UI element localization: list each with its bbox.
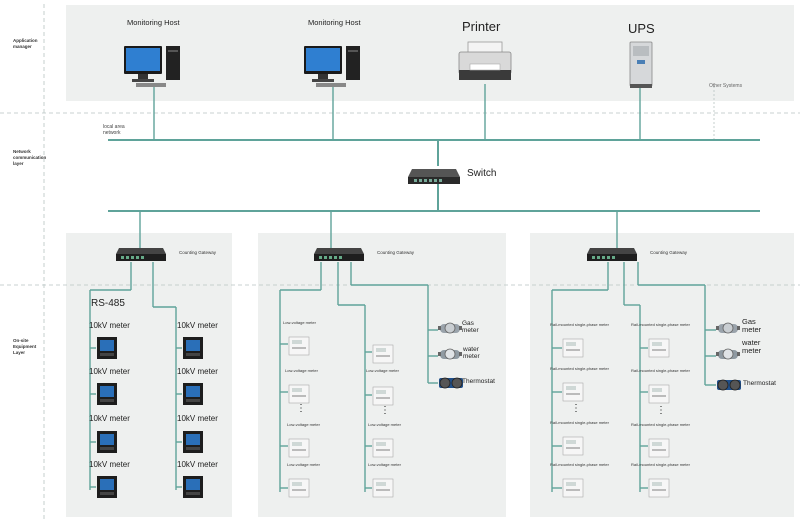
- application-panel: [66, 5, 794, 101]
- lv-meter-icon: [372, 438, 394, 458]
- layer-label-network: Network communication layer: [13, 149, 47, 166]
- layer-label-field: On-site Equipment Layer: [13, 338, 37, 355]
- kv-meter-label: 10kV meter: [89, 414, 130, 423]
- switch-label: Switch: [467, 168, 497, 179]
- kv-meter-label: 10kV meter: [177, 414, 218, 423]
- water-meter-icon: [438, 348, 462, 360]
- rail-meter-icon: [562, 478, 584, 498]
- kv-meter-icon: [183, 383, 203, 405]
- mid-left-ellipsis: ⋮: [296, 403, 306, 414]
- rail-meter-icon: [648, 478, 670, 498]
- gateway-middle-label: Counting Gateway: [377, 250, 415, 255]
- thermostat-label: Thermostat: [743, 380, 776, 387]
- lv-meter-icon: [372, 478, 394, 498]
- monitoring-host-2-icon: [304, 46, 360, 87]
- rail-meter-label: Rail-mounted single-phase meter: [550, 366, 609, 371]
- host2-label: Monitoring Host: [308, 18, 361, 27]
- kv-meter-icon: [183, 337, 203, 359]
- rail-meter-icon: [562, 382, 584, 402]
- rail-meter-icon: [648, 438, 670, 458]
- lv-meter-icon: [372, 386, 394, 406]
- gateway-right-icon: [587, 248, 637, 261]
- kv-meter-icon: [97, 383, 117, 405]
- mid-right-ellipsis: ⋮: [380, 405, 390, 416]
- lv-meter-icon: [288, 336, 310, 356]
- host1-label: Monitoring Host: [127, 18, 180, 27]
- rail-meter-label: Rail-mounted single-phase meter: [550, 420, 609, 425]
- rail-meter-label: Rail-mounted single-phase meter: [631, 322, 690, 327]
- water-meter-label: water meter: [742, 338, 762, 355]
- gateway-left-label: Counting Gateway: [179, 250, 217, 255]
- lan-label: local area network: [103, 124, 125, 136]
- rail-meter-icon: [562, 338, 584, 358]
- lv-meter-icon: [372, 344, 394, 364]
- kv-meter-icon: [97, 476, 117, 498]
- switch-icon: [408, 169, 460, 184]
- kv-meter-label: 10kV meter: [177, 321, 218, 330]
- ups-icon: [629, 41, 653, 88]
- kv-meter-icon: [97, 431, 117, 453]
- kv-meter-label: 10kV meter: [89, 367, 130, 376]
- lv-meter-label: Low-voltage meter: [283, 320, 316, 325]
- lv-meter-label: Low-voltage meter: [287, 462, 320, 467]
- kv-meter-icon: [97, 337, 117, 359]
- lv-meter-label: Low-voltage meter: [287, 422, 320, 427]
- thermostat-icon: [439, 377, 463, 389]
- rail-meter-label: Rail-mounted single-phase meter: [550, 462, 609, 467]
- lv-meter-label: Low-voltage meter: [368, 462, 401, 467]
- rail-meter-label: Rail-mounted single-phase meter: [550, 322, 609, 327]
- rail-meter-label: Rail-mounted single-phase meter: [631, 422, 690, 427]
- right-right-ellipsis: ⋮: [656, 405, 666, 416]
- gas-meter-label: Gas meter: [742, 317, 762, 334]
- thermostat-icon: [717, 379, 741, 391]
- rail-meter-label: Rail-mounted single-phase meter: [631, 462, 690, 467]
- kv-meter-label: 10kV meter: [89, 321, 130, 330]
- monitoring-host-1-icon: [124, 46, 180, 87]
- gateway-right-label: Counting Gateway: [650, 250, 688, 255]
- lv-meter-icon: [288, 438, 310, 458]
- other-systems-label: Other Systems: [709, 83, 743, 89]
- kv-meter-label: 10kV meter: [177, 367, 218, 376]
- lv-meter-label: Low-voltage meter: [285, 368, 318, 373]
- gateway-middle-icon: [314, 248, 364, 261]
- rail-meter-icon: [562, 436, 584, 456]
- middle-group-panel: [258, 233, 506, 517]
- thermostat-label: Thermostat: [462, 378, 495, 385]
- rail-meter-icon: [648, 384, 670, 404]
- gas-meter-icon: [716, 322, 740, 334]
- kv-meter-icon: [183, 431, 203, 453]
- rs485-label: RS-485: [91, 298, 125, 309]
- rail-meter-label: Rail-mounted single-phase meter: [631, 368, 690, 373]
- lv-meter-icon: [288, 478, 310, 498]
- right-left-ellipsis: ⋮: [571, 403, 581, 414]
- printer-label: Printer: [462, 19, 501, 34]
- left-group-panel: [66, 233, 232, 517]
- water-meter-label: water meter: [463, 346, 480, 360]
- gateway-left-icon: [116, 248, 166, 261]
- water-meter-icon: [716, 348, 740, 360]
- gas-meter-label: Gas meter: [462, 320, 479, 334]
- kv-meter-label: 10kV meter: [89, 460, 130, 469]
- printer-icon: [458, 41, 512, 80]
- gas-meter-icon: [438, 322, 462, 334]
- lv-meter-label: Low-voltage meter: [368, 422, 401, 427]
- right-group-panel: [530, 233, 794, 517]
- kv-meter-icon: [183, 476, 203, 498]
- lv-meter-icon: [288, 384, 310, 404]
- ups-label: UPS: [628, 21, 655, 36]
- kv-meter-label: 10kV meter: [177, 460, 218, 469]
- layer-label-application: Application manager: [13, 38, 38, 49]
- lv-meter-label: Low-voltage meter: [366, 368, 399, 373]
- rail-meter-icon: [648, 338, 670, 358]
